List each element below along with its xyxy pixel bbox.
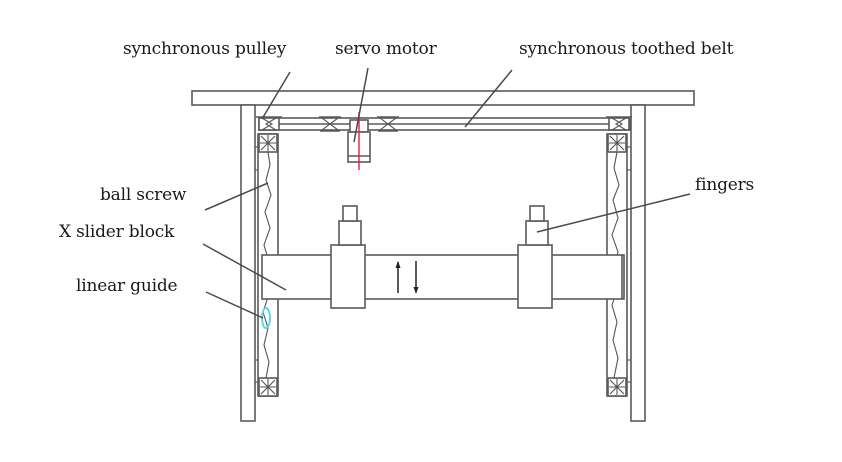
pulley-left <box>256 116 282 131</box>
leader-linear-guide <box>205 291 264 319</box>
left-column <box>240 104 256 422</box>
leader-synchronous-toothed-belt <box>464 69 513 128</box>
pulley-mid-right <box>377 116 399 132</box>
right-column <box>630 104 646 422</box>
leader-servo-motor <box>353 67 369 143</box>
up-arrow-icon <box>395 261 401 293</box>
label-x-slider-block: X slider block <box>59 222 175 242</box>
bearing-icon <box>258 133 627 397</box>
fingers-right <box>517 205 553 309</box>
label-servo-motor: servo motor <box>335 39 437 59</box>
leader-ball-screw <box>204 182 269 211</box>
gripper-left <box>330 205 366 309</box>
label-linear-guide: linear guide <box>76 276 178 296</box>
pulley-right <box>606 116 632 131</box>
pulley-mid-left <box>319 116 341 132</box>
servo-motor <box>347 112 371 170</box>
leader-x-slider-block <box>202 243 287 291</box>
top-beam <box>191 90 695 106</box>
label-synchronous-pulley: synchronous pulley <box>123 39 287 59</box>
x-slider-beam <box>261 254 625 300</box>
leader-synchronous-pulley <box>261 71 291 120</box>
label-fingers: fingers <box>695 175 755 195</box>
label-synchronous-toothed-belt: synchronous toothed belt <box>519 39 734 59</box>
label-ball-screw: ball screw <box>100 185 187 205</box>
down-arrow-icon <box>413 261 419 294</box>
leader-fingers <box>536 193 691 233</box>
